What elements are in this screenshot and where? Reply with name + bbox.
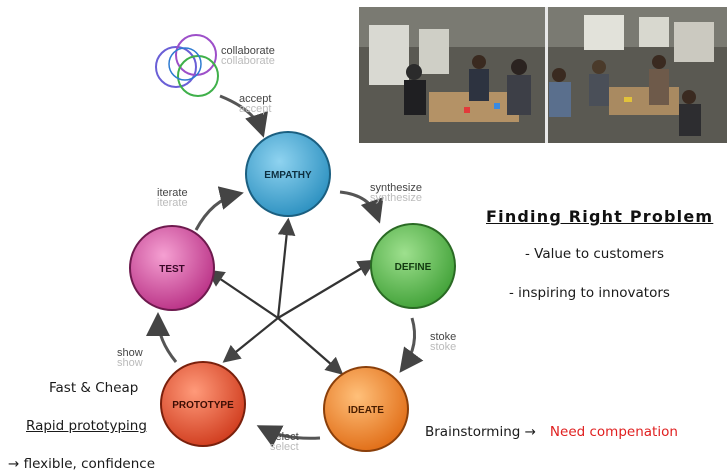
- label-select: select: [270, 431, 299, 443]
- note-fast-cheap: Fast & Cheap: [49, 380, 139, 396]
- label-stoke: stoke: [430, 331, 456, 343]
- label-stoke-reflection: stoke: [430, 341, 456, 353]
- label-show-reflection: show: [117, 357, 143, 369]
- collaborate-rings-icon: [155, 34, 219, 97]
- label-collaborate-reflection: collaborate: [221, 55, 275, 67]
- bullet-inspiring-innovators: - inspiring to innovators: [509, 285, 670, 301]
- stage-label-define: DEFINE: [395, 262, 432, 273]
- label-synthesize: synthesize: [370, 182, 422, 194]
- stage-label-test: TEST: [159, 264, 185, 275]
- label-show: show: [117, 347, 143, 359]
- note-flexible: → flexible, confidence: [8, 456, 156, 472]
- stage-test: TEST: [129, 225, 215, 311]
- bullet-value-customers: - Value to customers: [525, 246, 664, 262]
- label-collaborate: collaborate: [221, 45, 275, 57]
- label-iterate: iterate: [157, 187, 188, 199]
- stage-label-prototype: PROTOTYPE: [172, 400, 234, 411]
- label-select-reflection: select: [270, 441, 299, 453]
- stage-empathy: EMPATHY: [245, 131, 331, 217]
- label-accept: accept: [239, 93, 271, 105]
- brainstorming-line: Brainstorming → Need compenation: [425, 424, 678, 440]
- stage-prototype: PROTOTYPE: [160, 361, 246, 447]
- label-accept-reflection: accept: [239, 103, 271, 115]
- stage-ideate: IDEATE: [323, 366, 409, 452]
- workshop-photo: [359, 7, 727, 143]
- label-synthesize-reflection: synthesize: [370, 192, 422, 204]
- stage-label-empathy: EMPATHY: [264, 170, 312, 181]
- label-iterate-reflection: iterate: [157, 197, 188, 209]
- need-text: Need compenation: [549, 424, 678, 440]
- inner-connections: [206, 217, 376, 375]
- right-heading: Finding Right Problem: [486, 207, 714, 226]
- brainstorming-text: Brainstorming →: [425, 424, 536, 440]
- cycle-arrows: [146, 94, 424, 447]
- stage-label-ideate: IDEATE: [348, 405, 384, 416]
- stage-define: DEFINE: [370, 223, 456, 309]
- note-rapid-prototyping: Rapid prototyping: [26, 418, 147, 434]
